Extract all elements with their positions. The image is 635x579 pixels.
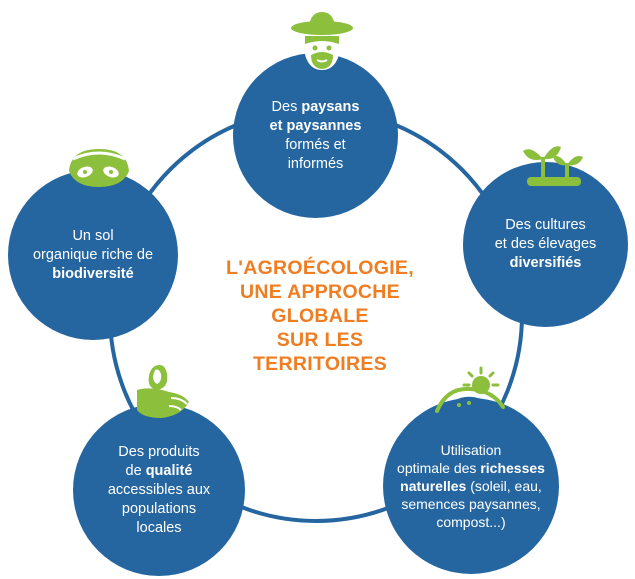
- text-line: de qualité: [125, 462, 193, 479]
- text-line: et des élevages: [494, 236, 597, 252]
- text-line: locales: [136, 519, 182, 536]
- text-line: accessibles aux: [107, 481, 211, 498]
- node-crops-text: Des cultures et des élevages diversifiés: [487, 216, 605, 273]
- node-products-text: Des produits de qualité accessibles aux …: [100, 443, 218, 538]
- title-line: TERRITOIRES: [252, 353, 388, 375]
- node-resources-text: Utilisation optimale des richesses natur…: [389, 441, 553, 531]
- text-line: Des paysans: [271, 98, 360, 115]
- text-line: Des produits: [118, 443, 200, 460]
- text-line: optimale des richesses: [397, 460, 545, 476]
- node-farmers-text: Des paysans et paysannes formés et infor…: [262, 98, 370, 174]
- text-line: Un sol: [72, 227, 114, 244]
- text-line: diversifiés: [509, 255, 582, 271]
- text-line: biodiversité: [52, 265, 134, 282]
- text-line: Utilisation: [440, 442, 502, 458]
- text-line: populations: [121, 500, 197, 517]
- text-line: Des cultures: [505, 217, 586, 233]
- node-soil: Un sol organique riche de biodiversité: [8, 170, 178, 340]
- text-line: semences paysannes,: [401, 496, 541, 512]
- node-soil-text: Un sol organique riche de biodiversité: [25, 227, 161, 284]
- text-line: et paysannes: [269, 117, 362, 134]
- sprouts-icon: [523, 146, 583, 186]
- soil-seeds-icon: [69, 149, 129, 187]
- sun-hill-icon: [435, 366, 505, 413]
- title-line: UNE APPROCHE: [240, 281, 400, 303]
- hand-produce-icon: [137, 365, 189, 418]
- title-line: L'AGROÉCOLOGIE,: [226, 257, 414, 279]
- text-line: organique riche de: [32, 246, 154, 263]
- node-farmers: Des paysans et paysannes formés et infor…: [233, 53, 398, 218]
- node-products: Des produits de qualité accessibles aux …: [73, 404, 245, 576]
- node-resources: Utilisation optimale des richesses natur…: [383, 398, 559, 574]
- title-line: SUR LES: [276, 329, 364, 351]
- text-line: naturelles (soleil, eau,: [400, 478, 542, 494]
- text-line: compost...): [436, 514, 506, 530]
- text-line: informés: [287, 155, 344, 172]
- title-line: GLOBALE: [271, 305, 369, 327]
- farmer-hat-icon: [291, 12, 353, 70]
- center-title: L'AGROÉCOLOGIE, UNE APPROCHE GLOBALE SUR…: [205, 256, 435, 376]
- node-crops: Des cultures et des élevages diversifiés: [463, 162, 628, 327]
- text-line: formés et: [285, 136, 346, 153]
